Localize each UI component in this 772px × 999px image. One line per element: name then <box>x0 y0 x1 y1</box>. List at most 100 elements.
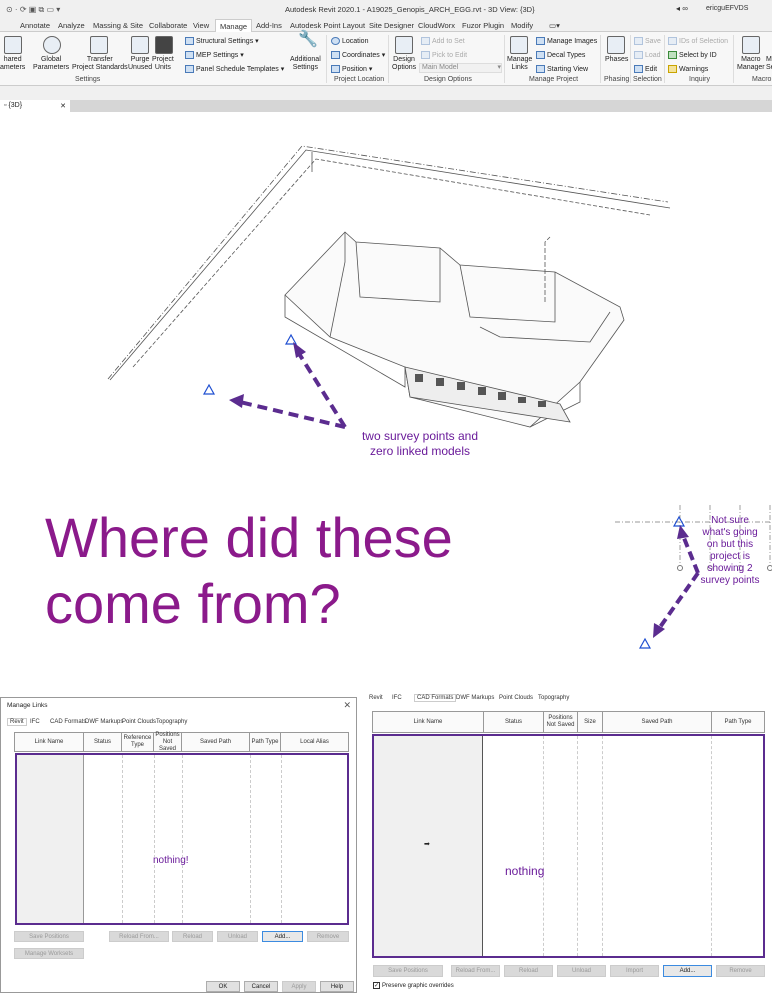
reload-button[interactable]: Reload <box>504 965 553 977</box>
col-saved-path[interactable]: Saved Path <box>182 733 250 751</box>
col-link-name[interactable]: Link Name <box>373 712 484 732</box>
col-positions-not-saved[interactable]: Positions Not Saved <box>544 712 578 732</box>
purge-unused-icon[interactable] <box>131 36 149 54</box>
col-saved-path[interactable]: Saved Path <box>603 712 712 732</box>
quick-access-toolbar[interactable]: ⊙ · ⟳ ▣ ⧉ ▭ ▾ <box>6 5 61 14</box>
3d-viewport[interactable] <box>0 112 772 512</box>
design-option-select[interactable]: Main Model▾ <box>419 63 502 73</box>
mep-settings-button[interactable]: MEP Settings ▾ <box>185 51 244 60</box>
edit-selection-button[interactable]: Edit <box>634 65 657 74</box>
col-reference-type[interactable]: Reference Type <box>122 733 154 751</box>
col-status[interactable]: Status <box>484 712 544 732</box>
pick-to-edit-button[interactable]: Pick to Edit <box>421 51 467 60</box>
tab-overflow[interactable]: ▭▾ <box>549 21 560 30</box>
col-local-alias[interactable]: Local Alias <box>300 738 329 745</box>
manage-links-icon[interactable] <box>510 36 528 54</box>
ok-button[interactable]: OK <box>206 981 240 992</box>
help-button[interactable]: Help <box>320 981 354 992</box>
shared-parameters-icon[interactable] <box>4 36 22 54</box>
links-table-body[interactable]: nothing! <box>15 753 349 925</box>
close-icon[interactable]: ✕ <box>343 700 351 710</box>
view-tab-3d[interactable]: ▫ {3D}✕ <box>0 100 70 112</box>
phases-icon[interactable] <box>607 36 625 54</box>
tab-dwf-markups[interactable]: DWF Markups <box>456 695 495 701</box>
tab-ifc[interactable]: IFC <box>392 695 402 701</box>
manage-worksets-button[interactable]: Manage Worksets <box>14 948 84 959</box>
global-parameters-icon[interactable] <box>43 36 61 54</box>
tab-topography[interactable]: Topography <box>156 719 188 725</box>
col-path-type[interactable]: Path Type <box>724 718 752 725</box>
tab-fuzor[interactable]: Fuzor Plugin <box>462 21 505 30</box>
col-link-name[interactable]: Link Name <box>15 733 84 751</box>
apply-button[interactable]: Apply <box>282 981 316 992</box>
tab-point-clouds[interactable]: Point Clouds <box>122 719 157 725</box>
remove-button[interactable]: Remove <box>716 965 765 977</box>
load-selection-button[interactable]: Load <box>634 51 661 60</box>
ids-of-selection-button[interactable]: IDs of Selection <box>668 37 728 46</box>
reload-button[interactable]: Reload <box>172 931 213 942</box>
position-button[interactable]: Position ▾ <box>331 65 372 74</box>
tab-site-designer[interactable]: Site Designer <box>369 21 415 30</box>
preserve-overrides-checkbox[interactable]: ✓ Preserve graphic overrides <box>373 982 454 989</box>
col-size[interactable]: Size <box>578 712 603 732</box>
decal-types-button[interactable]: Decal Types <box>536 51 585 60</box>
coordinates-button[interactable]: Coordinates ▾ <box>331 51 385 60</box>
warnings-button[interactable]: Warnings <box>668 65 708 74</box>
select-by-id-button[interactable]: Select by ID <box>668 51 717 60</box>
save-positions-button[interactable]: Save Positions <box>14 931 84 942</box>
tab-revit[interactable]: Revit <box>369 695 383 701</box>
col-positions-not-saved[interactable]: Positions Not Saved <box>154 732 182 752</box>
reload-from-button[interactable]: Reload From... <box>109 931 169 942</box>
tab-topography[interactable]: Topography <box>538 695 570 701</box>
save-selection-button[interactable]: Save <box>634 37 661 46</box>
reload-from-button[interactable]: Reload From... <box>451 965 500 977</box>
tab-cad-formats[interactable]: CAD Formats <box>414 694 457 702</box>
add-to-set-button[interactable]: Add to Set <box>421 37 465 46</box>
starting-view-button[interactable]: Starting View <box>536 65 588 74</box>
macro-manager-icon[interactable] <box>742 36 760 54</box>
save-positions-button[interactable]: Save Positions <box>373 965 443 977</box>
tab-collaborate[interactable]: Collaborate <box>149 21 188 30</box>
import-button[interactable]: Import <box>610 965 659 977</box>
structural-settings-button[interactable]: Structural Settings ▾ <box>185 37 259 46</box>
transfer-standards-icon[interactable] <box>90 36 108 54</box>
tab-modify[interactable]: Modify <box>511 21 534 30</box>
tab-point-layout[interactable]: Autodesk Point Layout <box>290 21 366 30</box>
remove-button[interactable]: Remove <box>307 931 349 942</box>
col-path-type[interactable]: Path Type <box>250 733 281 751</box>
macro-security-button[interactable]: MSe <box>766 56 772 72</box>
tab-dwf-markups[interactable]: DWF Markups <box>85 719 124 725</box>
user-name[interactable]: ericguEFVDS <box>706 5 749 12</box>
panel-schedule-button[interactable]: Panel Schedule Templates ▾ <box>185 65 284 74</box>
add-button[interactable]: Add... <box>262 931 303 942</box>
unload-button[interactable]: Unload <box>217 931 258 942</box>
tab-ifc[interactable]: IFC <box>30 719 40 725</box>
tab-analyze[interactable]: Analyze <box>58 21 85 30</box>
design-options-icon[interactable] <box>395 36 413 54</box>
checkbox-checked-icon[interactable]: ✓ <box>373 982 380 989</box>
location-button[interactable]: Location <box>331 37 368 46</box>
tab-view[interactable]: View <box>193 21 210 30</box>
tab-revit[interactable]: Revit <box>7 718 27 726</box>
tab-cad-formats[interactable]: CAD Formats <box>50 719 87 725</box>
add-button[interactable]: Add... <box>663 965 712 977</box>
phases-button[interactable]: Phases <box>605 56 629 63</box>
tab-point-clouds[interactable]: Point Clouds <box>499 695 534 701</box>
tab-add-ins[interactable]: Add-Ins <box>256 21 282 30</box>
unload-button[interactable]: Unload <box>557 965 606 977</box>
project-units-icon[interactable] <box>155 36 173 54</box>
cancel-button[interactable]: Cancel <box>244 981 278 992</box>
col-status[interactable]: Status <box>84 733 122 751</box>
tab-annotate[interactable]: Annotate <box>20 21 51 30</box>
tab-massing[interactable]: Massing & Site <box>93 21 144 30</box>
binoculars-icon[interactable]: ◂ ∞ <box>676 4 688 13</box>
